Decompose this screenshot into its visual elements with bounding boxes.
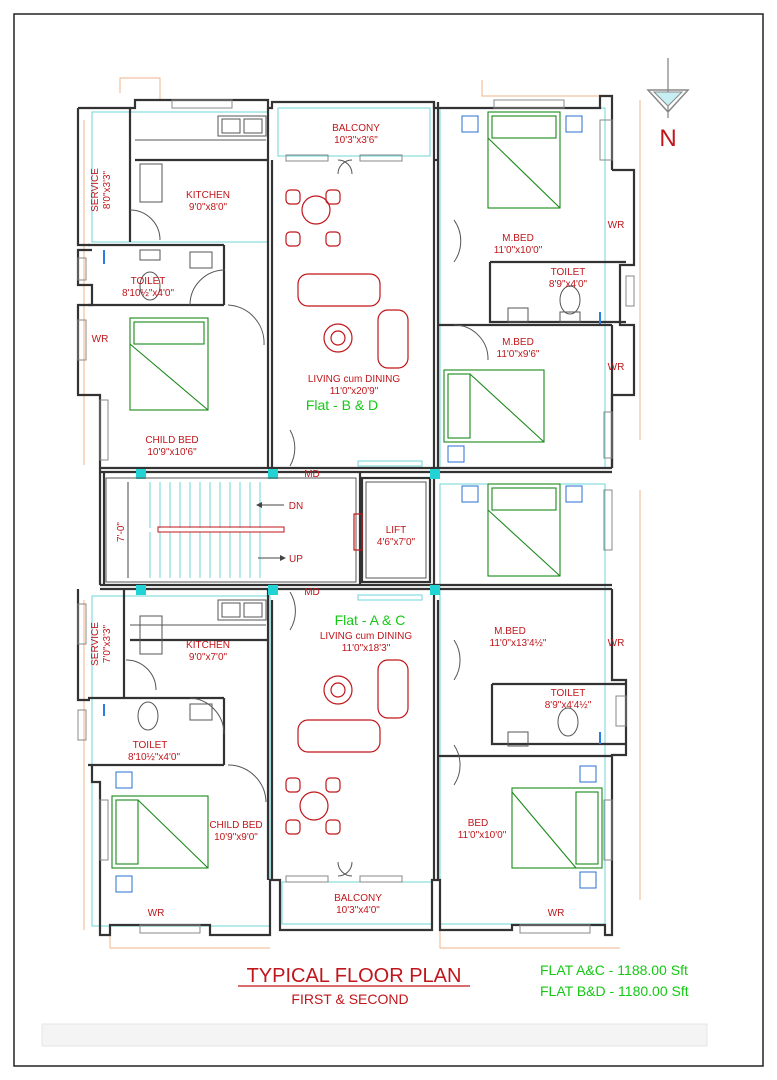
- room-name: KITCHEN: [186, 640, 230, 651]
- room-name: WR: [608, 362, 625, 373]
- room-size: 10'9"x10'6": [147, 447, 197, 458]
- room-name: MD: [304, 469, 320, 480]
- room-name: WR: [148, 908, 165, 919]
- room-size: 11'0"x9'6": [497, 349, 540, 360]
- room-name: WR: [92, 334, 109, 345]
- flat-label: Flat - B & D: [306, 397, 378, 413]
- room-size: 11'0"x18'3": [342, 643, 391, 654]
- room-name: WR: [608, 638, 625, 649]
- room-size: 9'0"x8'0": [189, 202, 228, 213]
- bottom-strip: [41, 1023, 708, 1047]
- room-size: 10'9"x9'0": [214, 832, 258, 843]
- area-flat-ac: FLAT A&C - 1188.00 Sft: [540, 962, 688, 978]
- room-name: LIVING cum DINING: [308, 374, 400, 385]
- room-name: TOILET: [551, 688, 586, 699]
- room-name: WR: [548, 908, 565, 919]
- beds: [111, 111, 603, 869]
- room-size: 7'0"x3'3": [102, 624, 113, 663]
- inner-finish-lines: [91, 107, 606, 927]
- columns: [136, 469, 440, 595]
- room-size: 4'6"x7'0": [377, 537, 416, 548]
- room-name: BED: [468, 818, 489, 829]
- stair-label: DN: [289, 501, 303, 512]
- room-name: TOILET: [131, 276, 166, 287]
- room-size: 11'0"x10'0": [458, 830, 507, 841]
- room-name: LIFT: [386, 525, 407, 536]
- room-size: 11'0"x10'0": [494, 245, 543, 256]
- plan-subtitle: FIRST & SECOND: [291, 991, 408, 1007]
- north-label: N: [659, 125, 676, 152]
- room-name: SERVICE: [90, 622, 101, 666]
- room-name: TOILET: [133, 740, 168, 751]
- stair-label: UP: [289, 554, 303, 565]
- construction-lines: [83, 77, 641, 949]
- room-name: MD: [304, 587, 320, 598]
- room-size: 11'0"x13'4½": [490, 638, 547, 649]
- north-arrow-icon: [646, 58, 690, 118]
- room-name: BALCONY: [334, 893, 382, 904]
- bedside-tables: [115, 115, 597, 893]
- toilet-fittings: [103, 249, 601, 747]
- room-name: LIVING cum DINING: [320, 631, 412, 642]
- room-name: KITCHEN: [186, 190, 230, 201]
- room-size: 8'0"x3'3": [102, 170, 113, 209]
- dimension-label: 7'-0": [116, 522, 127, 542]
- room-size: 11'0"x20'9": [330, 386, 379, 397]
- room-name: M.BED: [494, 626, 526, 637]
- staircase: [105, 477, 357, 583]
- room-size: 8'10½"x4'0": [128, 752, 181, 763]
- room-size: 10'3"x4'0": [336, 905, 380, 916]
- room-name: CHILD BED: [145, 435, 198, 446]
- room-name: CHILD BED: [209, 820, 262, 831]
- room-name: BALCONY: [332, 123, 380, 134]
- living-furniture: [285, 189, 409, 835]
- room-name: M.BED: [502, 337, 534, 348]
- room-size: 8'10½"x4'0": [122, 288, 175, 299]
- room-size: 9'0"x7'0": [189, 652, 228, 663]
- room-name: SERVICE: [90, 168, 101, 212]
- room-name: WR: [608, 220, 625, 231]
- room-size: 10'3"x3'6": [334, 135, 378, 146]
- flat-label: Flat - A & C: [335, 612, 406, 628]
- room-size: 8'9"x4'4½": [545, 700, 592, 711]
- walls: [76, 94, 636, 937]
- lift-shaft: [353, 481, 427, 579]
- area-flat-bd: FLAT B&D - 1180.00 Sft: [540, 983, 689, 999]
- windows: [77, 99, 635, 934]
- kitchen-fittings: [130, 115, 267, 655]
- plan-title: TYPICAL FLOOR PLAN: [247, 965, 462, 987]
- drawing-border: [13, 13, 764, 1067]
- room-name: TOILET: [551, 267, 586, 278]
- doors: [125, 159, 489, 877]
- room-name: M.BED: [502, 233, 534, 244]
- room-size: 8'9"x4'0": [549, 279, 588, 290]
